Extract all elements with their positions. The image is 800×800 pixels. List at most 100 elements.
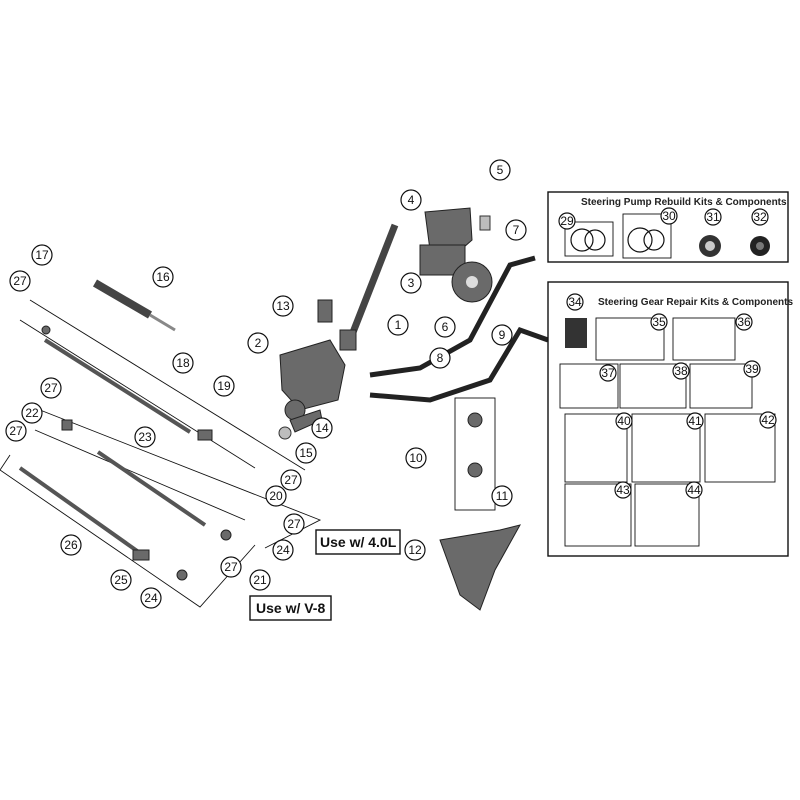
callout-number: 21 [253,573,267,587]
callout-circle [9,270,31,292]
gear-kit-title: Steering Gear Repair Kits & Components [598,297,793,308]
ball-joint-box [454,397,496,511]
callout-22: 22 [21,402,43,424]
callout-4: 4 [400,189,422,211]
return-hose [369,326,549,403]
callout-6: 6 [434,316,456,338]
callout-circle [280,469,302,491]
callout-circle [489,159,511,181]
callout-number: 25 [114,573,128,587]
callout-26: 26 [60,534,82,556]
steering-shaft [339,223,399,351]
callout-number: 27 [9,424,23,438]
callout-circle [311,417,333,439]
callout-38: 38 [672,362,690,380]
note-v8 [249,595,332,621]
callout-42: 42 [759,411,777,429]
callout-number: 2 [255,336,262,350]
callout-24: 24 [140,587,162,609]
callout-number: 17 [35,248,49,262]
callout-circle [110,569,132,591]
callout-27: 27 [220,556,242,578]
callout-circle [685,481,703,499]
tie-rod-upper [19,299,306,471]
steering-knuckle [439,524,521,611]
callout-number: 40 [617,414,631,428]
callout-7: 7 [505,219,527,241]
callout-31: 31 [704,208,722,226]
steering-stabilizer [92,279,176,332]
callout-circle [615,412,633,430]
callout-circle [751,208,769,226]
callout-number: 19 [217,379,231,393]
callout-21: 21 [249,569,271,591]
callout-32: 32 [751,208,769,226]
callout-circle [566,293,584,311]
callout-number: 32 [753,210,767,224]
callout-number: 8 [437,351,444,365]
callout-24: 24 [272,539,294,561]
callout-number: 5 [497,163,504,177]
callout-circle [213,375,235,397]
callout-circle [40,377,62,399]
callout-43: 43 [614,481,632,499]
callout-number: 42 [761,413,775,427]
callout-35: 35 [650,313,668,331]
callout-37: 37 [599,364,617,382]
callout-9: 9 [491,324,513,346]
callout-number: 27 [44,381,58,395]
callout-circle [31,244,53,266]
callout-10: 10 [405,447,427,469]
callout-circle [172,352,194,374]
callout-30: 30 [660,207,678,225]
callout-circle [686,412,704,430]
callout-number: 13 [276,299,290,313]
callout-number: 7 [513,223,520,237]
callout-circle [672,362,690,380]
callout-41: 41 [686,412,704,430]
callout-number: 30 [662,209,676,223]
callout-number: 26 [64,538,78,552]
callout-27: 27 [283,513,305,535]
callout-number: 37 [601,366,615,380]
callout-number: 18 [176,356,190,370]
callout-circle [140,587,162,609]
callout-18: 18 [172,352,194,374]
callout-34: 34 [566,293,584,311]
callout-circle [249,569,271,591]
callout-number: 24 [144,591,158,605]
callout-circle [404,539,426,561]
callout-27: 27 [5,420,27,442]
note-v8-text: Use w/ V-8 [256,600,325,616]
callout-circle [220,556,242,578]
pump-kit-panel [547,191,789,263]
tie-rod-middle [34,409,322,549]
callout-11: 11 [491,485,513,507]
callout-circle [599,364,617,382]
callout-circle [60,534,82,556]
callout-circle [558,212,576,230]
pressure-hose [369,255,536,378]
callout-number: 39 [745,362,759,376]
callout-12: 12 [404,539,426,561]
callout-number: 20 [269,489,283,503]
callout-circle [295,442,317,464]
callout-number: 11 [496,489,509,503]
callout-number: 24 [276,543,290,557]
callout-44: 44 [685,481,703,499]
callout-circle [387,314,409,336]
callout-circle [247,332,269,354]
callout-circle [735,313,753,331]
callout-number: 12 [408,543,422,557]
callout-circle [650,313,668,331]
callout-circle [660,207,678,225]
pump-kit-title: Steering Pump Rebuild Kits & Components [581,197,787,208]
callout-29: 29 [558,212,576,230]
callout-40: 40 [615,412,633,430]
callout-19: 19 [213,375,235,397]
callout-circle [405,447,427,469]
callout-circle [272,295,294,317]
callout-circle [400,189,422,211]
callout-number: 44 [687,483,701,497]
